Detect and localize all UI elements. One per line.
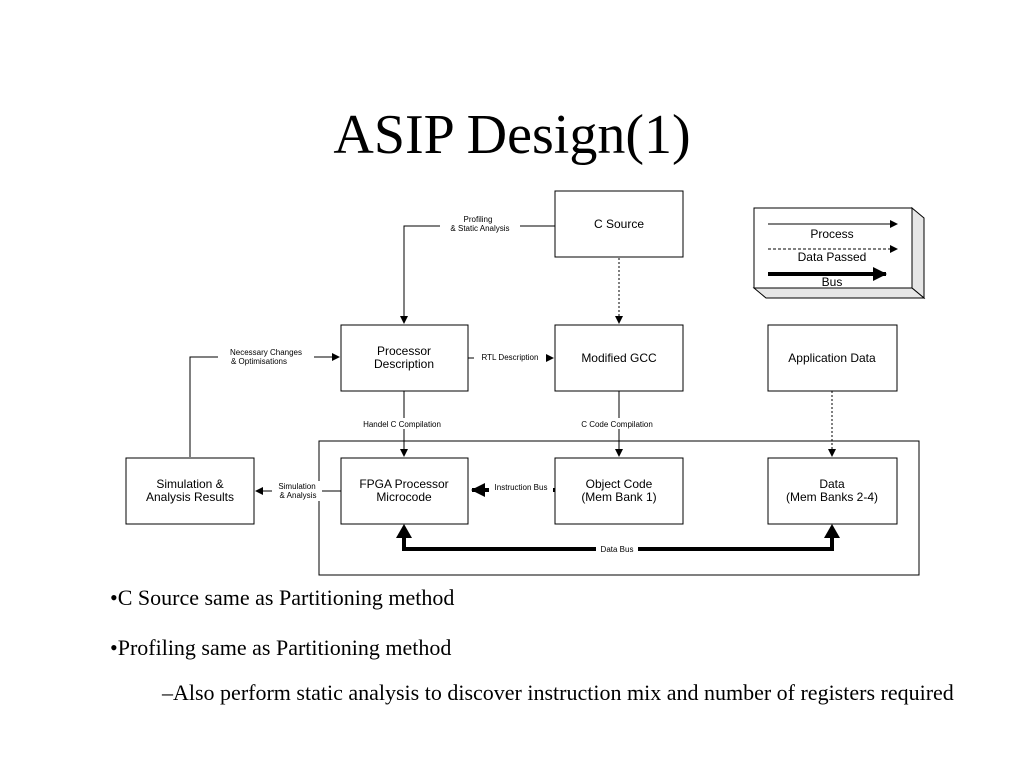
box-simulation-results: Simulation & Analysis Results: [125, 457, 255, 525]
label-profiling-1: Profiling: [464, 215, 493, 224]
bullet-2: •Profiling same as Partitioning method: [110, 635, 452, 660]
sub-bullet: –Also perform static analysis to discove…: [162, 680, 954, 705]
svg-text:& Optimisations: & Optimisations: [231, 357, 287, 366]
svg-text:Microcode: Microcode: [376, 490, 432, 504]
edge-profiling: Profiling & Static Analysis: [400, 214, 555, 324]
bullet-list: •C Source same as Partitioning method •P…: [110, 584, 990, 708]
svg-text:Processor: Processor: [377, 344, 431, 358]
instruction-bus: Instruction Bus: [471, 482, 555, 497]
svg-text:Object Code: Object Code: [586, 477, 653, 491]
box-data-banks: Data (Mem Banks 2-4): [767, 457, 898, 525]
edge-simulation-analysis: Simulation & Analysis: [255, 481, 341, 501]
svg-text:Data Bus: Data Bus: [601, 545, 634, 554]
svg-text:Necessary Changes: Necessary Changes: [230, 348, 302, 357]
data-bus: Data Bus: [396, 524, 840, 554]
legend-bus-label: Bus: [822, 275, 843, 289]
slide-title: ASIP Design(1): [333, 104, 691, 166]
svg-text:(Mem Banks 2-4): (Mem Banks 2-4): [786, 490, 878, 504]
svg-text:Simulation: Simulation: [278, 482, 315, 491]
svg-text:& Analysis: & Analysis: [280, 491, 317, 500]
svg-text:(Mem Bank 1): (Mem Bank 1): [581, 490, 656, 504]
legend-process-label: Process: [810, 227, 853, 241]
svg-text:C Source: C Source: [594, 217, 644, 231]
edge-handel-c: Handel C Compilation: [354, 391, 454, 457]
box-application-data: Application Data: [767, 324, 898, 392]
legend: Process Data Passed Bus: [752, 206, 926, 300]
svg-text:Instruction Bus: Instruction Bus: [495, 483, 548, 492]
box-fpga-microcode: FPGA Processor Microcode: [340, 457, 469, 525]
svg-text:Data: Data: [819, 477, 845, 491]
svg-text:Application Data: Application Data: [788, 351, 876, 365]
svg-text:RTL Description: RTL Description: [482, 353, 539, 362]
box-object-code: Object Code (Mem Bank 1): [554, 457, 684, 525]
edge-rtl-description: RTL Description: [468, 352, 554, 363]
svg-text:Handel C Compilation: Handel C Compilation: [363, 420, 441, 429]
box-processor-description: Processor Description: [340, 324, 469, 392]
edge-necessary-changes: Necessary Changes & Optimisations: [189, 348, 340, 457]
edge-c-code-compilation: C Code Compilation: [572, 391, 662, 457]
label-profiling-2: & Static Analysis: [450, 224, 509, 233]
box-c-source: C Source: [554, 190, 684, 258]
box-modified-gcc: Modified GCC: [554, 324, 684, 392]
svg-text:Simulation &: Simulation &: [156, 477, 223, 491]
svg-text:C Code Compilation: C Code Compilation: [581, 420, 653, 429]
bullet-1: •C Source same as Partitioning method: [110, 585, 455, 610]
svg-text:Analysis Results: Analysis Results: [146, 490, 234, 504]
svg-text:FPGA Processor: FPGA Processor: [359, 477, 448, 491]
svg-text:Description: Description: [374, 357, 434, 371]
svg-text:Modified GCC: Modified GCC: [581, 351, 657, 365]
legend-data-passed-label: Data Passed: [798, 250, 867, 264]
